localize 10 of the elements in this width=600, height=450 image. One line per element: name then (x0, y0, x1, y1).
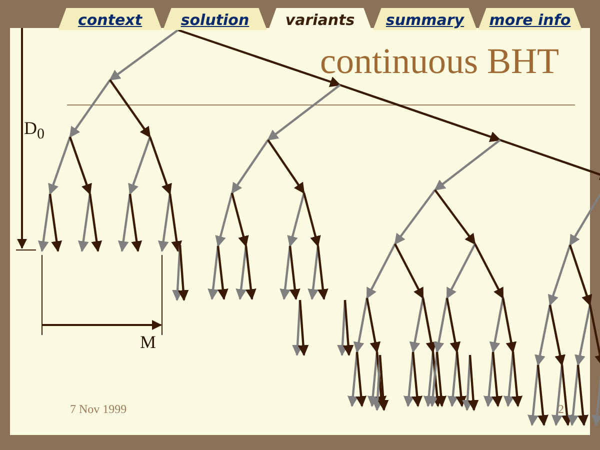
page-number: 2 (558, 402, 564, 417)
dimension-label: D$_{0}$ (24, 118, 44, 144)
slide-title: continuous BHT (320, 40, 559, 82)
date-text: 7 Nov 1999 (70, 402, 127, 417)
tab: context (58, 8, 162, 30)
tab: variants (268, 8, 372, 31)
tab: solution (163, 8, 267, 30)
tab: more info (478, 8, 582, 30)
tab: summary (373, 8, 477, 30)
dimension-label: M (140, 332, 156, 353)
